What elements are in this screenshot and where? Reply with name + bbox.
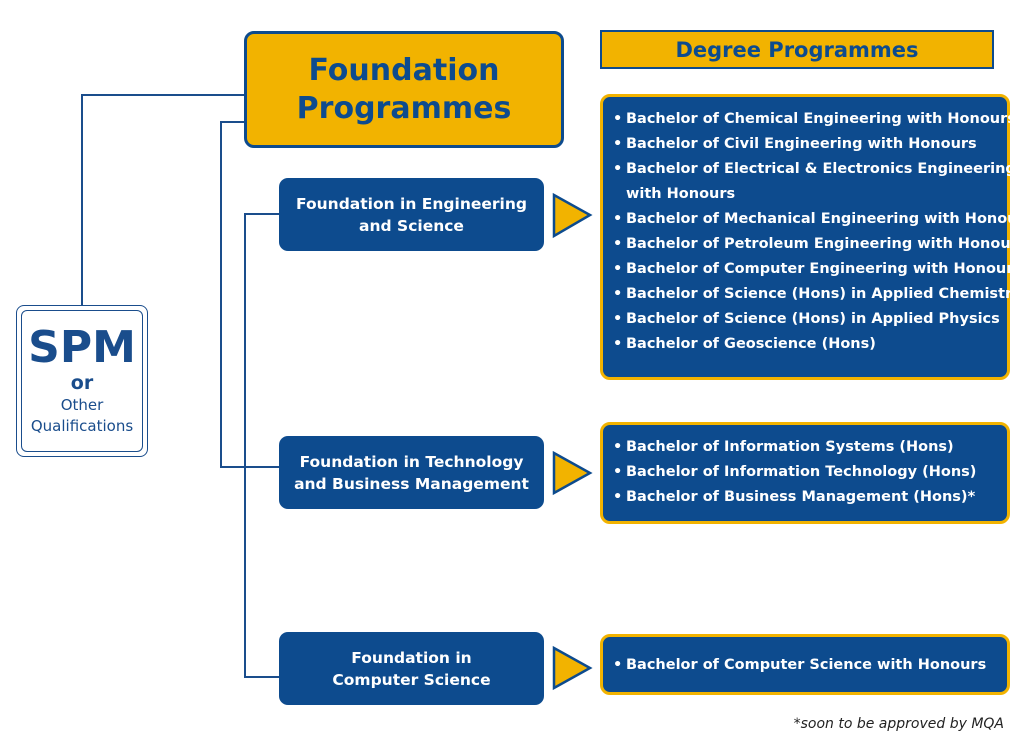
foundation-engineering-science-box: Foundation in Engineering and Science xyxy=(279,178,544,251)
degree-programmes-header: Degree Programmes xyxy=(600,30,994,69)
degree-item: Bachelor of Electrical & Electronics Eng… xyxy=(613,157,1016,207)
degree-item-line2: with Honours xyxy=(626,186,736,202)
arrow-icon-1 xyxy=(552,192,593,239)
foundation-3-line1: Foundation in xyxy=(351,648,472,667)
foundation-1-line2: and Science xyxy=(359,216,464,235)
trunk-line-1 xyxy=(220,121,279,468)
foundation-header-line2: Programmes xyxy=(296,90,512,126)
arrow-icon-2 xyxy=(552,450,593,496)
degree-list-technology-business: Bachelor of Information Systems (Hons) B… xyxy=(600,422,1010,524)
spm-label: SPM xyxy=(28,322,136,373)
degree-list-engineering-science: Bachelor of Chemical Engineering with Ho… xyxy=(600,94,1024,380)
arrow-icon-3 xyxy=(552,645,593,691)
degree-item: Bachelor of Science (Hons) in Applied Ph… xyxy=(613,307,1000,332)
degree-item: Bachelor of Computer Science with Honour… xyxy=(613,653,999,678)
qualifications-label: Qualifications xyxy=(30,417,134,435)
foundation-technology-business-box: Foundation in Technology and Business Ma… xyxy=(279,436,544,509)
entry-qualification-box: SPM or Other Qualifications xyxy=(16,305,148,457)
foundation-header-line1: Foundation xyxy=(308,52,500,88)
foundation-computer-science-box: Foundation in Computer Science xyxy=(279,632,544,705)
trunk-line-2 xyxy=(244,213,279,678)
foundation-1-line1: Foundation in Engineering xyxy=(296,194,527,213)
degree-item: Bachelor of Information Systems (Hons) xyxy=(613,435,999,460)
foundation-3-line2: Computer Science xyxy=(332,670,491,689)
or-label: or xyxy=(70,372,94,394)
spm-to-foundation-line xyxy=(81,94,244,305)
degree-item: Bachelor of Mechanical Engineering with … xyxy=(613,207,1024,232)
foundation-2-line2: and Business Management xyxy=(294,474,529,493)
foundation-programmes-header: Foundation Programmes xyxy=(244,31,564,148)
degree-item: Bachelor of Business Management (Hons)* xyxy=(613,485,999,510)
degree-list-computer-science: Bachelor of Computer Science with Honour… xyxy=(600,634,1010,695)
foundation-2-line1: Foundation in Technology xyxy=(299,452,524,471)
degree-item: Bachelor of Civil Engineering with Honou… xyxy=(613,132,999,157)
degree-item: Bachelor of Petroleum Engineering with H… xyxy=(613,232,1024,257)
footnote: *soon to be approved by MQA xyxy=(793,716,1004,732)
degree-item: Bachelor of Chemical Engineering with Ho… xyxy=(613,107,1016,132)
degree-item: Bachelor of Computer Engineering with Ho… xyxy=(613,257,1022,282)
degree-item: Bachelor of Science (Hons) in Applied Ch… xyxy=(613,282,1022,307)
degree-item-line1: Bachelor of Electrical & Electronics Eng… xyxy=(626,161,1016,177)
other-label: Other xyxy=(60,396,104,414)
degree-item: Bachelor of Information Technology (Hons… xyxy=(613,460,999,485)
degree-item: Bachelor of Geoscience (Hons) xyxy=(613,332,999,357)
